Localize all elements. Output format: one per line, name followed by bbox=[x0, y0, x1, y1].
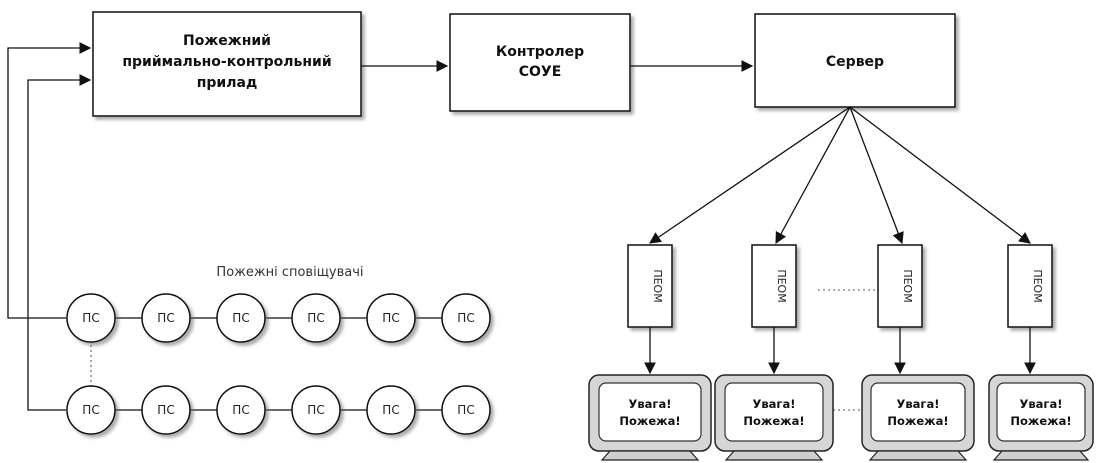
soue-controller-box: Контролер СОУЕ bbox=[449, 13, 631, 112]
alert-line-1: Увага! bbox=[629, 397, 672, 411]
detector-label: ПС bbox=[157, 403, 174, 417]
monitor-3: Увага! Пожежа! bbox=[861, 374, 975, 461]
detector-node: ПС bbox=[141, 293, 191, 343]
server-label: Сервер bbox=[826, 54, 884, 70]
pc-unit-3: ПЕОМ bbox=[877, 244, 923, 375]
detector-label: ПС bbox=[82, 311, 99, 325]
detectors-caption: Пожежні сповіщувачі bbox=[216, 265, 363, 280]
detector-label: ПС bbox=[82, 403, 99, 417]
alert-line-1: Увага! bbox=[897, 397, 940, 411]
detector-node: ПС bbox=[291, 293, 341, 343]
monitor-stand bbox=[724, 450, 824, 461]
fire-control-panel-box: Пожежний приймально-контрольний прилад bbox=[92, 11, 362, 117]
monitor-1: Увага! Пожежа! bbox=[588, 374, 712, 461]
alert-line-2: Пожежа! bbox=[1010, 414, 1071, 428]
pc-label: ПЕОМ bbox=[651, 269, 664, 302]
arrow-server-to-pc-4 bbox=[849, 106, 1031, 244]
detector-label: ПС bbox=[232, 311, 249, 325]
detector-label: ПС bbox=[232, 403, 249, 417]
pc-unit-2: ПЕОМ bbox=[751, 244, 797, 375]
alert-line-1: Увага! bbox=[753, 397, 796, 411]
detector-label: ПС bbox=[157, 311, 174, 325]
monitor-stand bbox=[868, 450, 968, 461]
controller-label-line2: СОУЕ bbox=[519, 64, 562, 80]
alert-line-1: Увага! bbox=[1020, 397, 1063, 411]
detector-label: ПС bbox=[457, 403, 474, 417]
pc-unit-4: ПЕОМ bbox=[1007, 244, 1053, 375]
alert-line-2: Пожежа! bbox=[887, 414, 948, 428]
detector-node: ПС bbox=[216, 385, 266, 435]
alert-line-2: Пожежа! bbox=[619, 414, 680, 428]
pc-label: ПЕОМ bbox=[1031, 269, 1044, 302]
detector-node: ПС bbox=[141, 385, 191, 435]
detector-label: ПС bbox=[307, 403, 324, 417]
detector-row-1: ПС ПС ПС ПС ПС ПС bbox=[66, 293, 491, 343]
arrow-server-to-pc-1 bbox=[649, 106, 851, 244]
detector-node: ПС bbox=[291, 385, 341, 435]
detector-node: ПС bbox=[216, 293, 266, 343]
detector-label: ПС bbox=[307, 311, 324, 325]
pc-label: ПЕОМ bbox=[901, 269, 914, 302]
detector-label: ПС bbox=[382, 403, 399, 417]
server-box: Сервер bbox=[754, 13, 956, 108]
detector-node: ПС bbox=[441, 293, 491, 343]
detector-row-2: ПС ПС ПС ПС ПС ПС bbox=[66, 385, 491, 435]
detector-node: ПС bbox=[66, 385, 116, 435]
detector-label: ПС bbox=[382, 311, 399, 325]
detector-loop-2-line bbox=[27, 74, 92, 411]
detector-node: ПС bbox=[366, 293, 416, 343]
detector-node: ПС bbox=[66, 293, 116, 343]
panel-label-line2: приймально-контрольний bbox=[122, 54, 331, 70]
arrow-server-to-pc-2 bbox=[775, 106, 851, 245]
detector-node: ПС bbox=[366, 385, 416, 435]
arrow-server-to-pc-3 bbox=[849, 106, 904, 245]
detector-node: ПС bbox=[441, 385, 491, 435]
monitor-4: Увага! Пожежа! bbox=[988, 374, 1094, 461]
detector-label: ПС bbox=[457, 311, 474, 325]
pc-label: ПЕОМ bbox=[775, 269, 788, 302]
monitor-stand bbox=[992, 450, 1090, 461]
detector-loop-1-line bbox=[7, 42, 92, 319]
monitor-stand bbox=[600, 450, 700, 461]
alert-line-2: Пожежа! bbox=[743, 414, 804, 428]
pc-unit-1: ПЕОМ bbox=[627, 244, 673, 375]
panel-label-line1: Пожежний bbox=[183, 33, 271, 49]
monitor-2: Увага! Пожежа! bbox=[714, 374, 834, 461]
controller-label-line1: Контролер bbox=[496, 44, 584, 60]
panel-label-line3: прилад bbox=[197, 75, 258, 91]
server-to-pc-arrows bbox=[649, 106, 1031, 245]
